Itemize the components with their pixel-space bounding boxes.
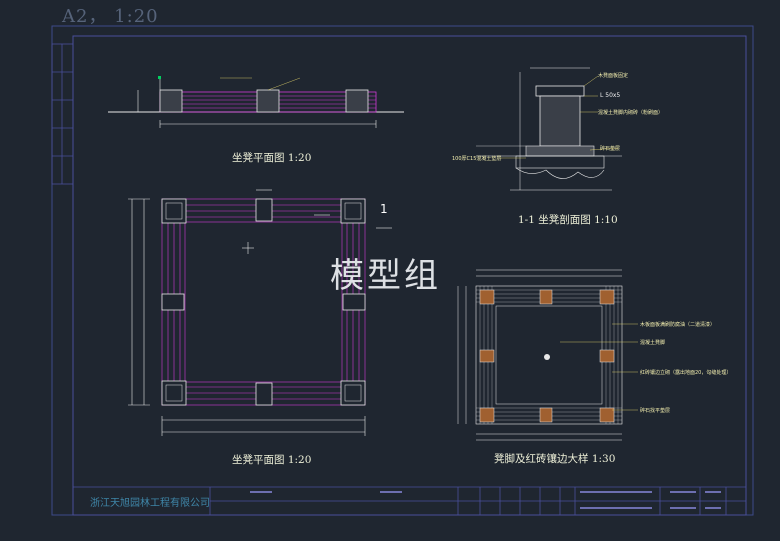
detail-note: 碎石找平垫层 — [640, 408, 671, 414]
left-title-strip — [51, 43, 74, 185]
bench-plan-large — [128, 189, 392, 436]
section-title: 1-1 坐凳剖面图 1:10 — [518, 214, 618, 226]
section-marker: 1 — [380, 202, 388, 216]
detail-title: 凳脚及红砖镶边大样 1:30 — [494, 453, 616, 465]
company-name: 浙江天旭园林工程有限公司 — [90, 498, 210, 509]
plan-small-title: 坐凳平面图 1:20 — [232, 152, 312, 164]
detail-note: 红砖镶边立砌（露出地面20，勾缝处理） — [640, 370, 732, 376]
title-block — [73, 486, 746, 515]
sheet-scale-label: A2， 1:20 — [62, 6, 159, 27]
watermark: 模型组 — [330, 256, 441, 296]
bench-plan-small — [108, 76, 404, 128]
detail-note: 混凝土凳脚 — [640, 340, 666, 346]
bench-section — [476, 67, 622, 191]
detail-note: 木板面板满刷防腐油（二道清漆） — [640, 322, 716, 328]
section-note: 混凝土凳脚内砌砖（粉刷面） — [598, 110, 664, 116]
section-note: 碎石垫层 — [600, 146, 621, 152]
section-note: 木凳面板固定 — [598, 73, 629, 79]
plan-large-title: 坐凳平面图 1:20 — [232, 454, 312, 466]
bench-detail — [457, 269, 638, 441]
title-block-text — [250, 491, 721, 509]
section-note: 100厚C15混凝土垫层 — [452, 156, 502, 162]
section-note: L 50x5 — [600, 92, 621, 99]
inner-frame — [72, 35, 747, 516]
